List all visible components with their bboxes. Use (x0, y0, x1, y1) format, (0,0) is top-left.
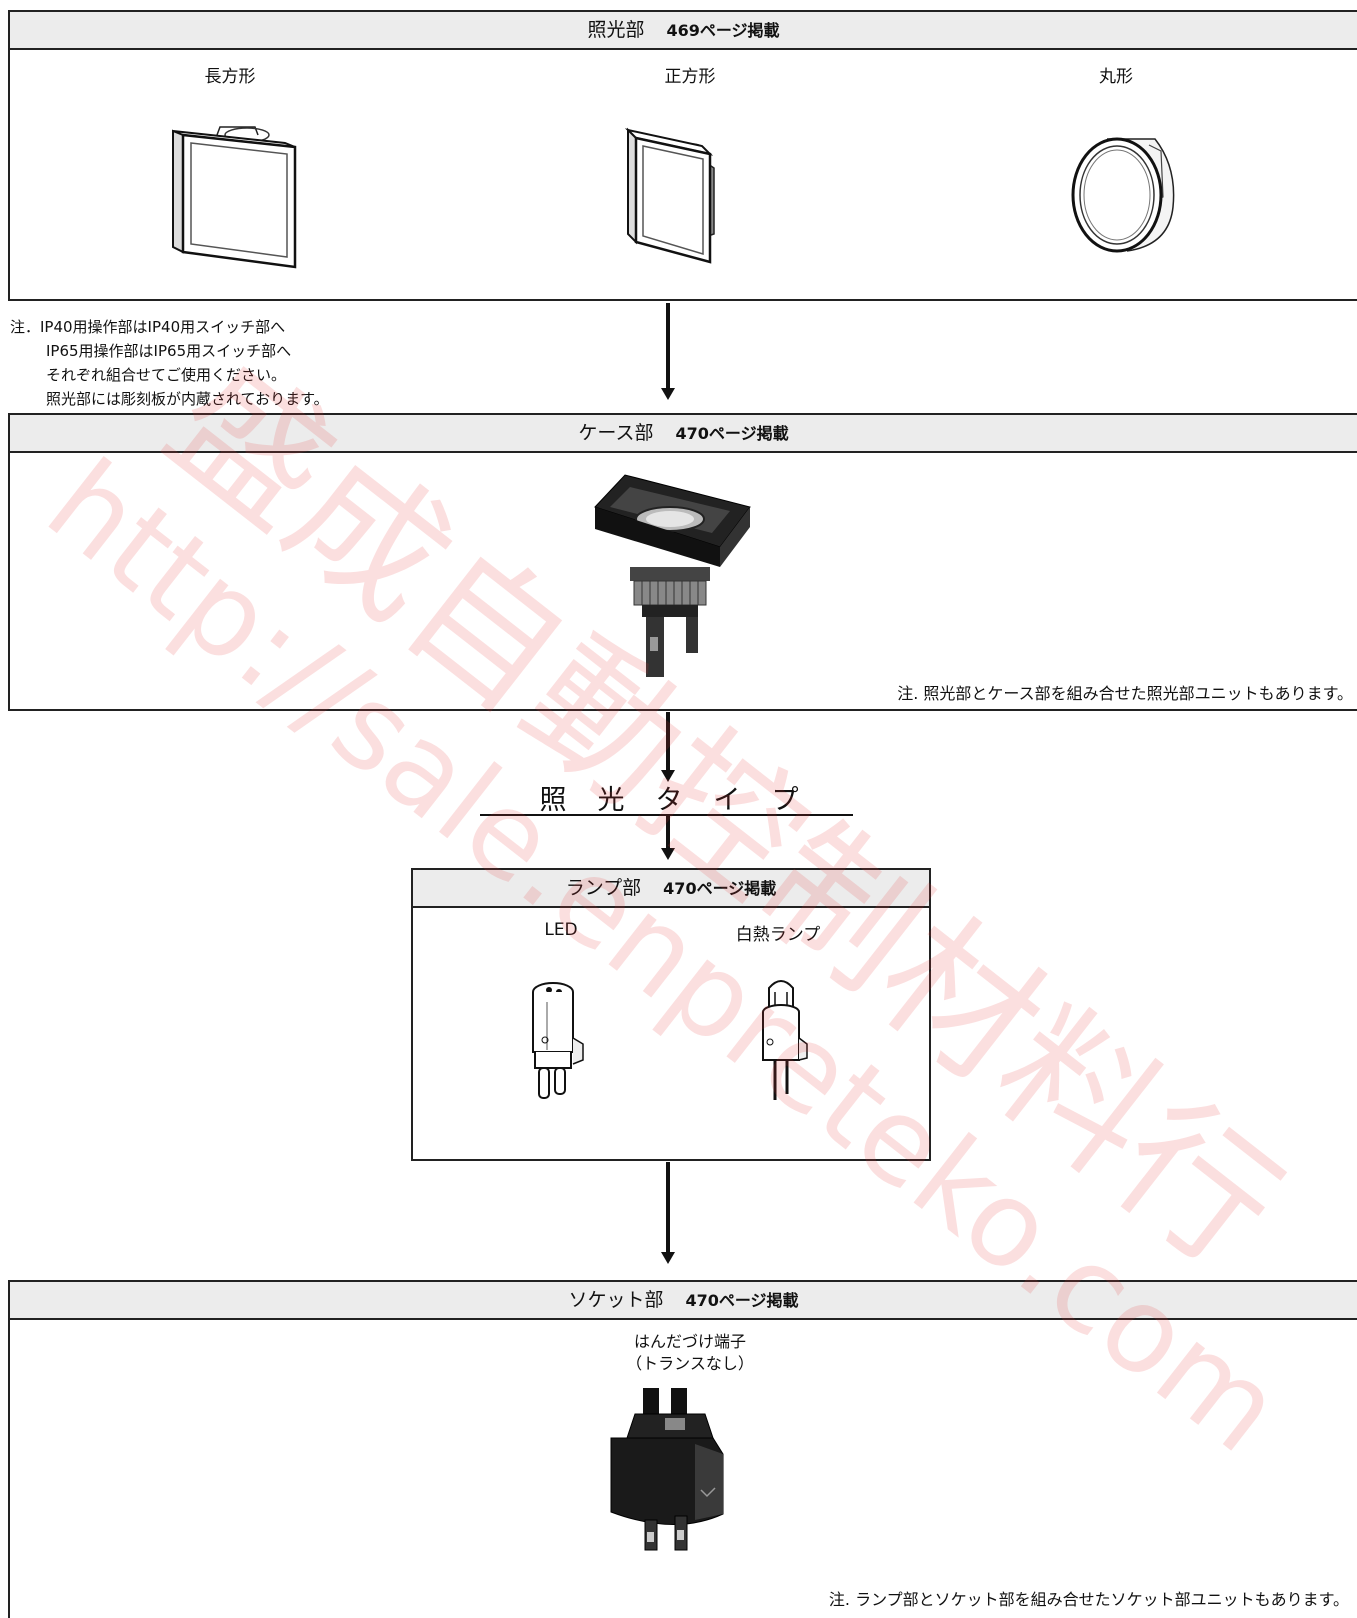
illumination-header: 照光部 469ページ掲載 (10, 12, 1357, 50)
case-image (594, 474, 751, 677)
socket-item-label-2: （トランスなし） (626, 1354, 754, 1373)
lamp-section: ランプ部 470ページ掲載 LED 白熱ランプ (411, 868, 931, 1161)
socket-section: ソケット部 470ページ掲載 はんだづけ端子 （トランスなし） 注. ランプ部とソ… (8, 1280, 1357, 1618)
flow-arrow-1 (666, 303, 670, 389)
socket-image (610, 1388, 724, 1551)
socket-item-label-1: はんだづけ端子 (633, 1332, 746, 1351)
flow-arrow-3 (666, 816, 670, 850)
illumination-page-ref: 469ページ掲載 (666, 21, 780, 40)
lamp-page-ref: 470ページ掲載 (663, 879, 777, 898)
led-lamp-image (532, 982, 584, 1099)
socket-header: ソケット部 470ページ掲載 (10, 1282, 1357, 1320)
illumination-section: 照光部 469ページ掲載 長方形 正方形 丸形 (8, 10, 1357, 301)
item-square-label: 正方形 (664, 67, 716, 87)
socket-title: ソケット部 (568, 1289, 664, 1311)
flow-arrow-head-1 (661, 388, 675, 400)
flow-arrow-4 (666, 1162, 670, 1254)
lamp-title: ランプ部 (565, 877, 642, 899)
item-round-label: 丸形 (1099, 67, 1133, 87)
socket-page-ref: 470ページ掲載 (685, 1291, 799, 1310)
case-section: ケース部 470ページ掲載 注. 照光部とケース部を組み合せた照光部ユニットもあり… (8, 413, 1357, 711)
square-lens-image (624, 127, 715, 264)
lamp-led-label: LED (544, 920, 578, 940)
incandescent-lamp-image (762, 980, 808, 1100)
case-header: ケース部 470ページ掲載 (10, 415, 1357, 453)
lamp-header: ランプ部 470ページ掲載 (413, 870, 929, 908)
type-heading-underline (480, 814, 853, 816)
item-rectangular-label: 長方形 (204, 67, 256, 87)
usage-note-line-2: IP65用操作部はIP65用スイッチ部へ (46, 342, 292, 360)
case-title: ケース部 (578, 422, 654, 444)
round-lens-image (1071, 137, 1175, 253)
rectangular-lens-image (172, 126, 297, 269)
usage-note-line-3: それぞれ組合せてご使用ください。 (46, 366, 287, 384)
flow-arrow-head-3 (661, 848, 675, 860)
flow-arrow-2 (666, 712, 670, 772)
flow-arrow-head-2 (661, 770, 675, 782)
case-page-ref: 470ページ掲載 (675, 424, 789, 443)
case-note: 注. 照光部とケース部を組み合せた照光部ユニットもあります。 (897, 684, 1353, 703)
usage-note-line-1: 注．IP40用操作部はIP40用スイッチ部へ (10, 318, 286, 336)
socket-note: 注. ランプ部とソケット部を組み合せたソケット部ユニットもあります。 (828, 1590, 1349, 1609)
lamp-incandescent-label: 白熱ランプ (735, 925, 821, 945)
type-heading: 照 光 タ イ プ (539, 785, 801, 816)
usage-note-line-4: 照光部には彫刻板が内蔵されております。 (46, 390, 329, 408)
illumination-title: 照光部 (587, 19, 645, 41)
flow-arrow-head-4 (661, 1252, 675, 1264)
